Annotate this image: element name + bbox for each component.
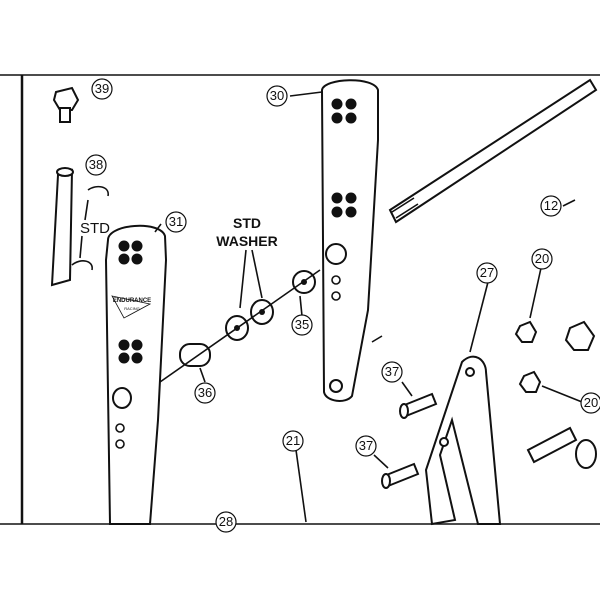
callout-20-lower: 20 <box>580 392 600 414</box>
svg-text:28: 28 <box>219 514 233 529</box>
part-27-bracket <box>424 355 502 526</box>
svg-text:21: 21 <box>286 433 300 448</box>
part-30-pedal-arm <box>320 79 379 402</box>
part-31-pedal-arm <box>104 224 168 525</box>
svg-text:37: 37 <box>359 438 373 453</box>
svg-text:35: 35 <box>295 317 309 332</box>
svg-text:20: 20 <box>584 395 598 410</box>
std-label: STD <box>80 220 110 237</box>
washer-stack <box>159 269 321 383</box>
part-38-hose <box>50 167 109 287</box>
svg-text:36: 36 <box>198 385 212 400</box>
brand-logo-text: ENDURANCE <box>113 298 151 304</box>
callout-35: 35 <box>291 314 313 336</box>
callout-20-upper: 20 <box>531 248 553 270</box>
callout-38: 38 <box>85 154 107 176</box>
svg-text:39: 39 <box>95 81 109 96</box>
callout-12: 12 <box>540 195 562 217</box>
svg-text:37: 37 <box>385 364 399 379</box>
callout-27: 27 <box>476 262 498 284</box>
svg-text:12: 12 <box>544 198 558 213</box>
std-washer-label-line2: WASHER <box>216 233 277 249</box>
brand-logo-subtext: RACING <box>124 306 140 311</box>
part-39-bolt <box>52 86 80 123</box>
part-12-rod <box>388 78 598 224</box>
svg-text:20: 20 <box>535 251 549 266</box>
std-washer-label-line1: STD <box>233 215 261 231</box>
callout-21: 21 <box>282 430 304 452</box>
callout-36: 36 <box>194 382 216 404</box>
svg-text:38: 38 <box>89 157 103 172</box>
callout-31: 31 <box>165 211 187 233</box>
callout-37-lower: 37 <box>355 435 377 457</box>
leader-lines <box>79 91 583 523</box>
part-20-nuts <box>514 320 596 393</box>
callout-37-upper: 37 <box>381 361 403 383</box>
callout-39: 39 <box>91 78 113 100</box>
svg-text:31: 31 <box>169 214 183 229</box>
part-37-screws <box>381 392 597 489</box>
svg-text:27: 27 <box>480 265 494 280</box>
svg-text:30: 30 <box>270 88 284 103</box>
callout-28: 28 <box>215 511 237 533</box>
callout-30: 30 <box>266 85 288 107</box>
